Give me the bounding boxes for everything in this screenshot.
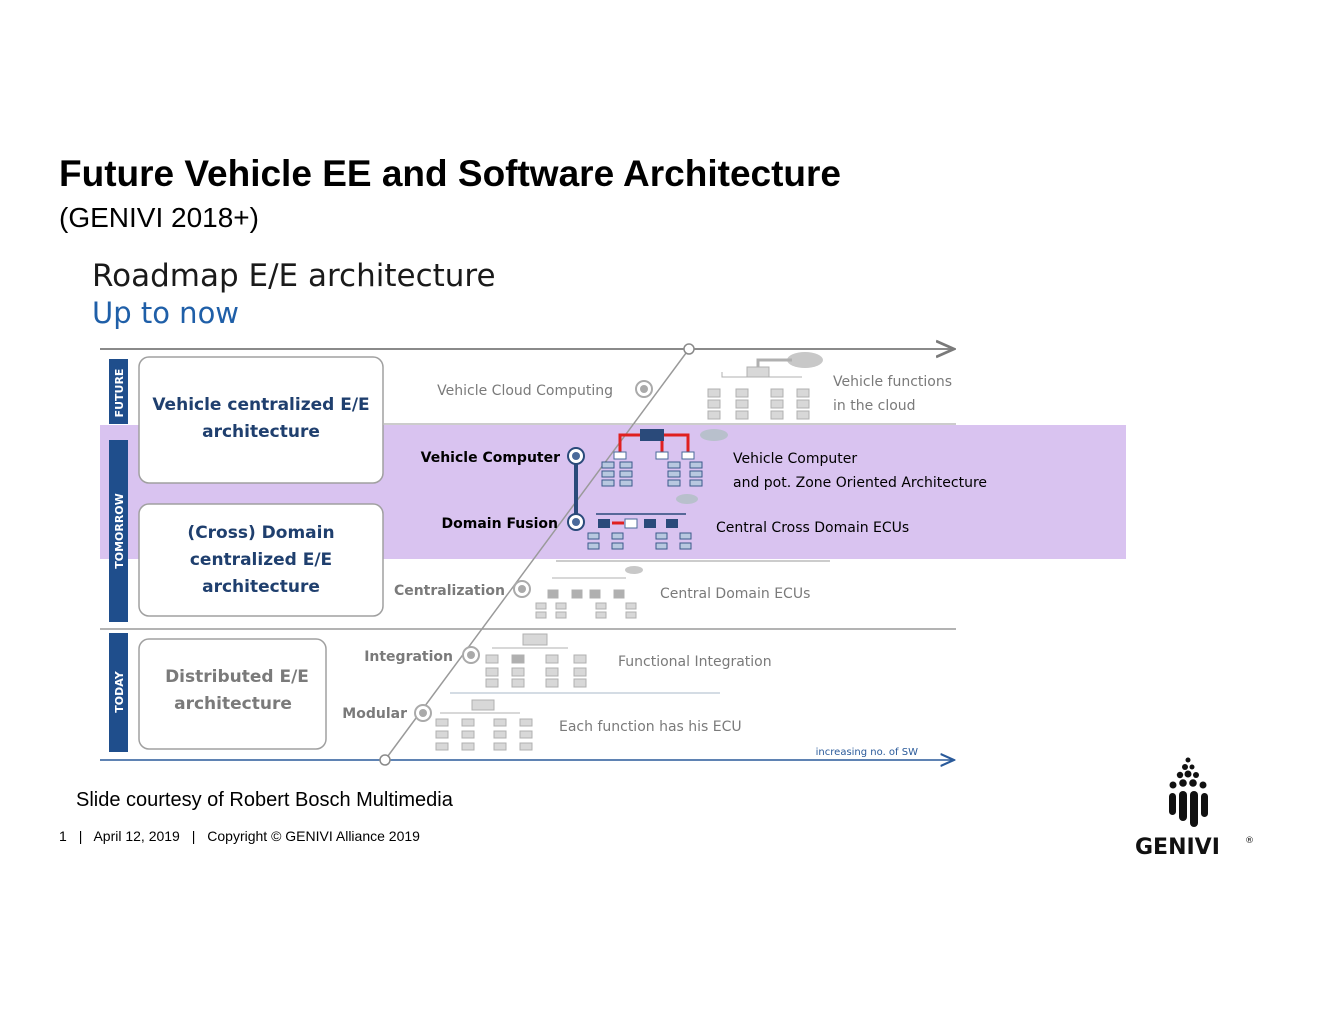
band-today: TODAY [113, 670, 126, 712]
vehicle-computer-illustration [601, 429, 728, 487]
desc-vehicle-computer-2: and pot. Zone Oriented Architecture [733, 475, 987, 491]
page-number: 1 [59, 828, 67, 844]
domain-fusion-illustration [587, 494, 698, 550]
desc-cloud-2: in the cloud [833, 398, 916, 414]
slide-courtesy: Slide courtesy of Robert Bosch Multimedi… [76, 789, 453, 811]
band-future: FUTURE [113, 369, 126, 418]
stage-node-modular [414, 704, 432, 722]
axis-label: increasing no. of SW [816, 747, 918, 758]
arch-domain-line1: (Cross) Domain [187, 523, 334, 543]
stage-node-vehicle-computer [567, 447, 585, 465]
footer-date: April 12, 2019 [93, 828, 180, 844]
desc-integration: Functional Integration [618, 654, 772, 670]
band-tomorrow: TOMORROW [113, 493, 126, 569]
stage-node-domain-fusion [567, 513, 585, 531]
modular-illustration [435, 699, 533, 751]
footer-separator: | [191, 828, 196, 844]
stage-label-cloud: Vehicle Cloud Computing [437, 383, 613, 399]
centralization-illustration [535, 566, 643, 619]
stage-label-centralization: Centralization [394, 583, 505, 599]
slide-subtitle: (GENIVI 2018+) [59, 202, 259, 233]
stage-node-integration [462, 646, 480, 664]
footer-copyright: Copyright © GENIVI Alliance 2019 [207, 828, 420, 844]
stage-label-integration: Integration [364, 649, 453, 665]
arch-vehicle-line2: architecture [202, 422, 320, 442]
stage-node-centralization [513, 580, 531, 598]
genivi-logo: GENIVI ® [1135, 757, 1254, 860]
arch-domain-line2: centralized E/E [190, 550, 332, 570]
arch-vehicle-line1: Vehicle centralized E/E [152, 395, 369, 415]
roadmap-title: Roadmap E/E architecture [92, 258, 496, 294]
footer-separator: | [78, 828, 83, 844]
arch-distributed-line2: architecture [174, 694, 292, 714]
integration-illustration [485, 633, 587, 688]
stage-label-domain-fusion: Domain Fusion [442, 516, 558, 532]
desc-cloud-1: Vehicle functions [833, 374, 952, 390]
roadmap-subtitle: Up to now [92, 296, 240, 330]
desc-modular: Each function has his ECU [559, 719, 742, 735]
stage-label-modular: Modular [342, 706, 407, 722]
stage-label-vehicle-computer: Vehicle Computer [421, 450, 560, 466]
desc-centralization: Central Domain ECUs [660, 586, 810, 602]
arch-distributed-line1: Distributed E/E [165, 667, 309, 687]
stage-node-cloud [635, 380, 653, 398]
arch-domain-line3: architecture [202, 577, 320, 597]
desc-domain-fusion: Central Cross Domain ECUs [716, 520, 909, 536]
timeline-diagonal [384, 348, 690, 761]
desc-vehicle-computer-1: Vehicle Computer [733, 451, 857, 467]
genivi-logo-mark: ® [1245, 836, 1254, 846]
slide-footer: 1 | April 12, 2019 | Copyright © GENIVI … [59, 828, 428, 844]
genivi-logo-text: GENIVI [1135, 835, 1220, 860]
slide-title: Future Vehicle EE and Software Architect… [59, 153, 842, 194]
cloud-ecu-illustration [707, 352, 823, 420]
